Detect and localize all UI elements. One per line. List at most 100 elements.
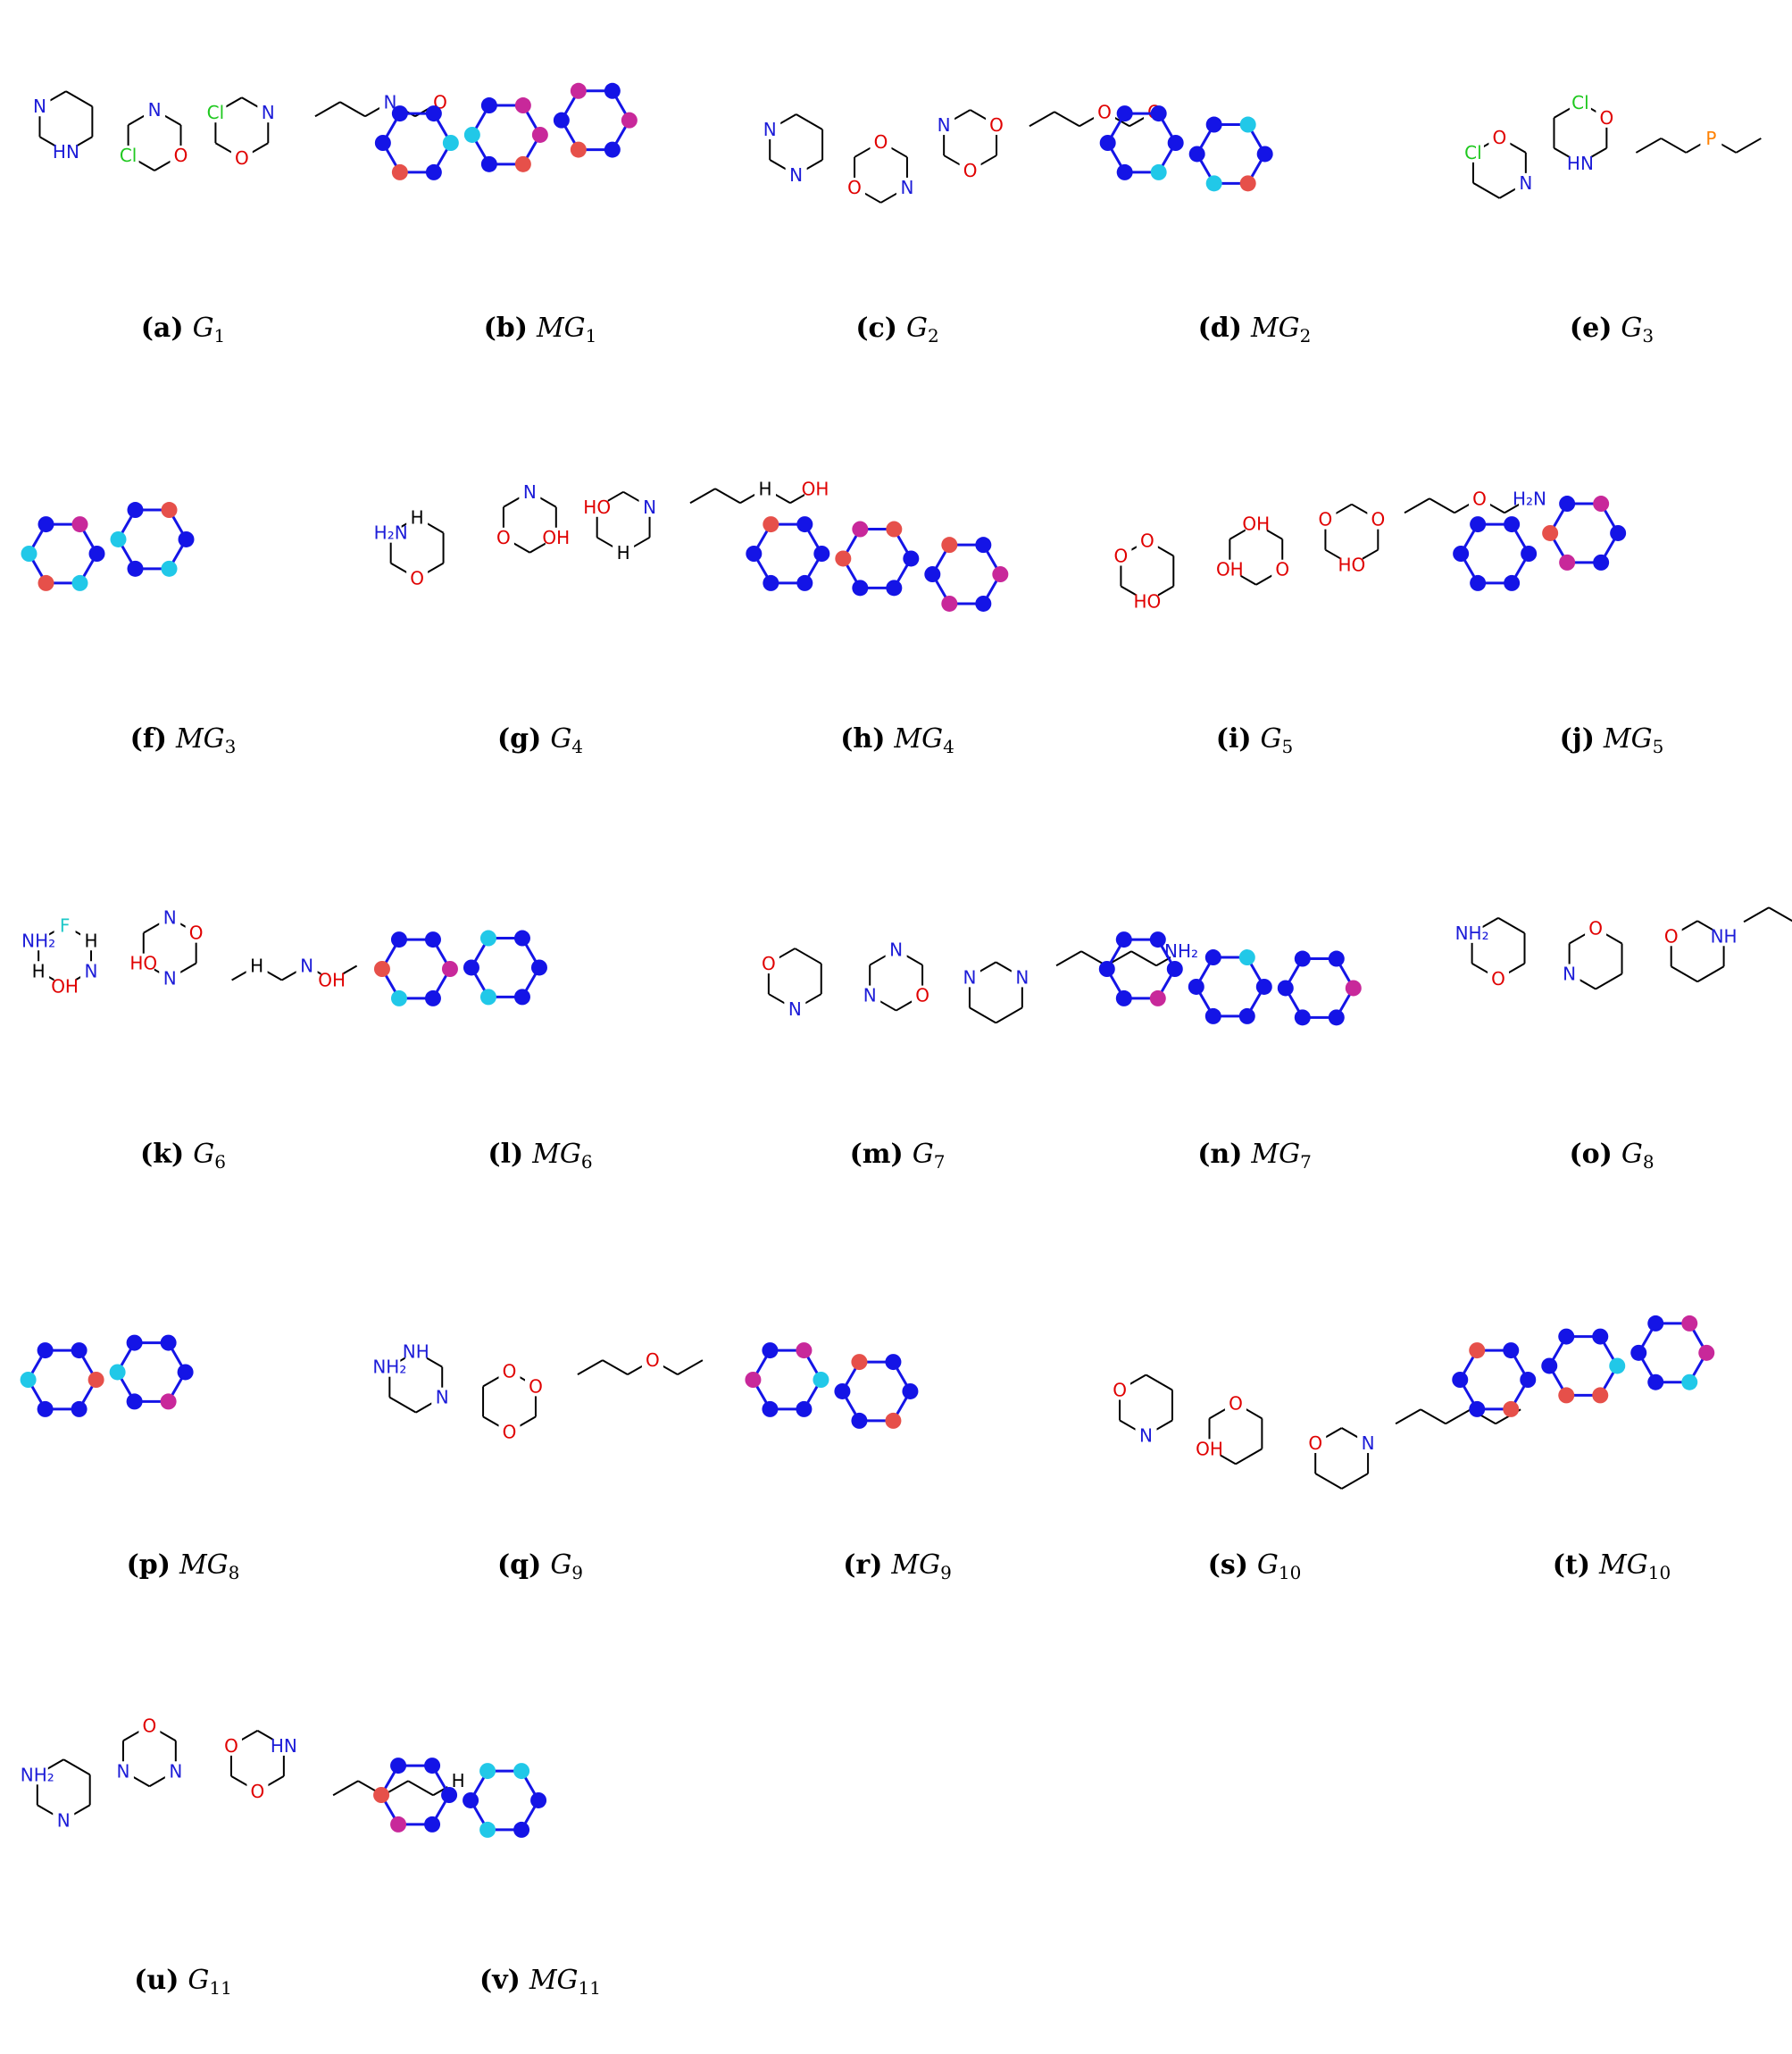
atom-ball (479, 989, 496, 1006)
atom-label-bg (159, 907, 181, 928)
bond (1420, 1408, 1446, 1425)
atom-label-bg (28, 931, 50, 951)
atom-ball (513, 1763, 530, 1780)
atom-ball (71, 1400, 88, 1417)
atom-label: O (503, 1360, 517, 1382)
atom-label-bg (257, 103, 279, 123)
atom-label-bg (784, 999, 806, 1020)
atom-ball (38, 574, 54, 591)
atom-label: O (251, 1781, 265, 1802)
atom-ball (1167, 135, 1184, 151)
panel-b: (b)MG1 (362, 9, 719, 357)
bond (1768, 906, 1792, 923)
atom-label-bg (1488, 127, 1511, 147)
atom-label: NH₂ (21, 1764, 54, 1785)
caption-graph-name: MG5 (1603, 723, 1664, 757)
atom-ball (1239, 175, 1256, 192)
atom-label-bg (1109, 1380, 1131, 1400)
atom-label-bg (1519, 488, 1541, 509)
atom-ball (1559, 496, 1576, 513)
atom-ball (513, 930, 530, 947)
bond (339, 101, 366, 118)
atom-label-bg (785, 165, 807, 186)
panel-caption: (d)MG2 (1076, 313, 1433, 347)
atom-ball (177, 1364, 194, 1381)
panel-p: (p)MG8 (4, 1246, 362, 1594)
atom-label: O (847, 177, 862, 198)
atom-label-bg (272, 1735, 295, 1756)
atom-ball (1205, 175, 1222, 192)
atom-ball (762, 1342, 779, 1359)
panel-f: (f)MG3 (4, 420, 362, 768)
caption-letter: (j) (1559, 723, 1595, 755)
caption-subscript: 1 (585, 325, 597, 347)
atom-ball (1470, 516, 1487, 533)
ball-stick-molecule (1453, 496, 1627, 591)
atom-label-bg (1093, 102, 1115, 122)
atom-ball (975, 537, 992, 554)
atom-ball (441, 1787, 458, 1803)
panel-caption: (u)G11 (4, 1965, 362, 1999)
atom-label-bg (1110, 546, 1132, 566)
bond (1445, 1408, 1471, 1425)
atom-ball (763, 574, 779, 591)
atom-label: NH (403, 1341, 429, 1363)
caption-graph-name: G4 (550, 723, 584, 757)
ball-stick-molecule (20, 1334, 194, 1417)
atom-label: H (617, 542, 630, 564)
caption-graph-name: MG3 (175, 723, 237, 757)
caption-letter: (i) (1215, 723, 1252, 755)
atom-label: N (763, 119, 777, 140)
atom-label-bg (204, 103, 227, 123)
atom-label-bg (185, 923, 207, 943)
atom-ball (796, 574, 813, 591)
caption-letter: (l) (488, 1139, 524, 1170)
atom-ball (480, 155, 497, 172)
atom-ball (373, 1787, 390, 1803)
atom-label: N (1519, 172, 1532, 194)
panel-caption: (m)G7 (719, 1139, 1076, 1173)
atom-label: O (1493, 127, 1507, 148)
atom-ball (37, 1400, 54, 1417)
atom-label: HO (583, 497, 611, 518)
atom-ball (796, 1342, 813, 1359)
caption-letter: (u) (134, 1965, 179, 1996)
atom-ball (390, 989, 407, 1006)
panel-caption: (r)MG9 (719, 1549, 1076, 1583)
atom-label: O (1113, 1379, 1127, 1400)
panel-j: (j)MG5 (1433, 420, 1790, 768)
atom-ball (71, 574, 88, 591)
caption-graph-name: MG11 (529, 1965, 601, 1999)
atom-label: O (1664, 925, 1679, 947)
atom-ball (1256, 146, 1273, 163)
atom-label: NH₂ (1455, 923, 1489, 944)
panel-caption: (e)G3 (1433, 313, 1790, 347)
atom-ball (37, 1342, 54, 1359)
atom-label: O (496, 527, 511, 548)
atom-ball (390, 1758, 407, 1774)
panel-t: (t)MG10 (1433, 1246, 1790, 1594)
caption-graph-name: G10 (1256, 1549, 1302, 1583)
atom-label-bg (1469, 488, 1491, 509)
atom-ball (425, 105, 442, 122)
bond (1341, 1473, 1369, 1490)
atom-ball (391, 105, 408, 122)
atom-label-bg (406, 568, 429, 589)
atom-label-bg (379, 522, 402, 543)
atom-ball (424, 1816, 441, 1833)
atom-label: N (889, 939, 903, 961)
atom-ball (531, 126, 548, 143)
atom-label-bg (321, 970, 343, 990)
atom-label: N (863, 985, 877, 1006)
atom-label: HO (1338, 555, 1365, 576)
atom-label-bg (641, 1350, 663, 1371)
atom-label-bg (1461, 923, 1483, 943)
caption-letter: (n) (1197, 1139, 1243, 1170)
atom-ball (1452, 1372, 1469, 1388)
caption-subscript: 5 (1652, 736, 1664, 757)
atom-label-bg (1135, 1425, 1157, 1446)
atom-label-bg (1596, 107, 1618, 128)
